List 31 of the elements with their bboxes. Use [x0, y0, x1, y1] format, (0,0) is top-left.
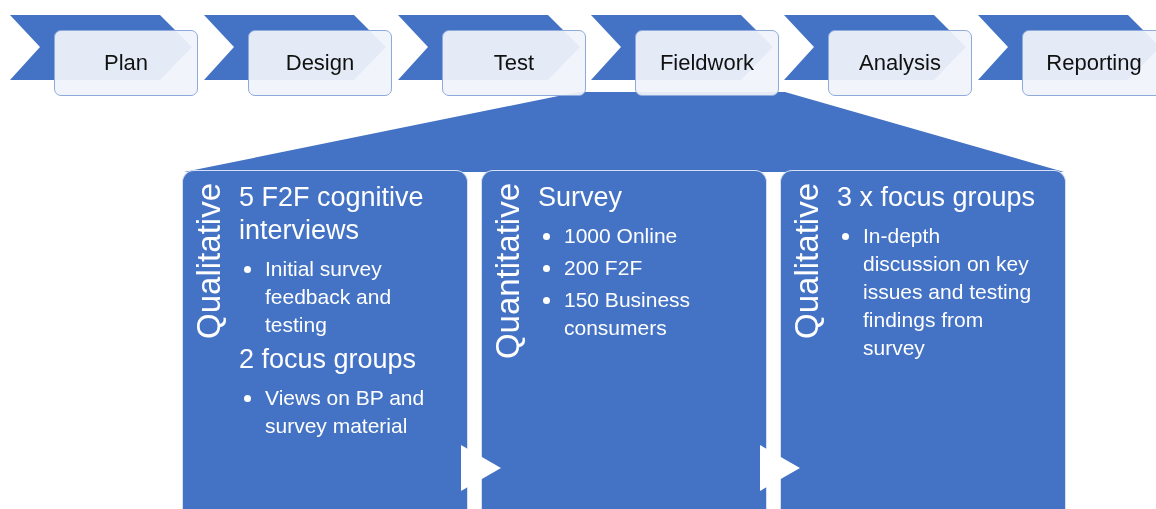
- bullet-text: In-depth discussion on key issues and testing findings from survey: [863, 223, 1033, 361]
- activity-heading: 3 x focus groups: [837, 181, 1037, 214]
- bullet-text: 200 F2F: [564, 255, 644, 281]
- bullet-text: Initial survey feedback and testing: [265, 256, 393, 338]
- step-label: Design: [285, 50, 355, 76]
- step-box: [1022, 30, 1156, 96]
- method-panel: [182, 170, 468, 509]
- step-label: Fieldwork: [659, 50, 755, 76]
- step-box: [442, 30, 586, 96]
- callout-fan: [184, 92, 1064, 172]
- step-label: Analysis: [859, 50, 941, 76]
- step-label: Plan: [103, 50, 148, 76]
- step-box: [54, 30, 198, 96]
- activity-heading: Survey: [538, 181, 624, 214]
- bullet-text: 1000 Online: [564, 223, 679, 249]
- step-label: Reporting: [1046, 50, 1142, 76]
- method-panel: [481, 170, 767, 509]
- step-box: [248, 30, 392, 96]
- method-type-label: Qualitative: [191, 183, 227, 339]
- step-box: [635, 30, 779, 96]
- method-panel: [780, 170, 1066, 509]
- step-box: [828, 30, 972, 96]
- activity-heading: 5 F2F cognitive interviews: [239, 181, 425, 247]
- arrow: [760, 445, 800, 491]
- bullet-text: 150 Business consumers: [564, 287, 692, 341]
- activity-heading: 2 focus groups: [239, 343, 418, 376]
- bullet-text: Views on BP and survey material: [265, 385, 426, 439]
- method-type-label: Quantitative: [490, 183, 526, 360]
- arrow: [461, 445, 501, 491]
- step-label: Test: [493, 50, 535, 76]
- method-type-label: Qualitative: [789, 183, 825, 339]
